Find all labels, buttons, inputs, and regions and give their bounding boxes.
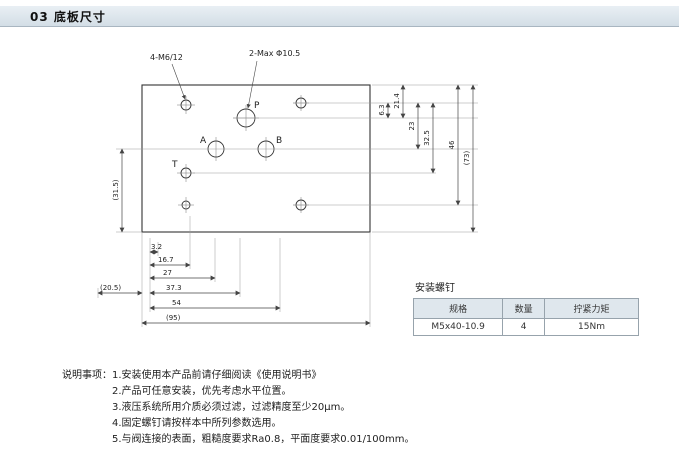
callout-max: 2-Max Φ10.5	[249, 49, 300, 58]
table-cell-qty: 4	[502, 318, 546, 336]
dim-label-bottom-left: (20.5)	[100, 284, 121, 292]
leader-m6	[171, 63, 186, 100]
section-title: 03 底板尺寸	[30, 9, 106, 24]
leader-max	[246, 60, 258, 109]
extension-lines-right	[116, 84, 478, 233]
dim-label-right-1: 6.3	[378, 104, 386, 115]
dim-label-right-3: 23	[408, 122, 416, 131]
port-label-p: P	[254, 101, 260, 111]
notes-list: 1.安装使用本产品前请仔细阅读《使用说明书》 2.产品可任意安装，优先考虑水平位…	[112, 368, 415, 448]
mounting-screw-table: 安装螺钉 规格 数量 拧紧力矩 M5x40-10.9 4 15Nm	[412, 279, 639, 336]
mounting-screw-title: 安装螺钉	[415, 283, 455, 294]
table-header-qty: 数量	[502, 298, 546, 319]
table-cell-spec: M5x40-10.9	[412, 318, 504, 336]
dim-label-bottom-2: 16.7	[158, 256, 174, 264]
extension-lines-bottom	[97, 216, 371, 327]
port-label-a: A	[200, 136, 207, 146]
dim-label-bottom-6: (95)	[166, 314, 181, 322]
note-item-4: 4.固定螺钉请按样本中所列参数选用。	[112, 418, 282, 429]
centerlines	[177, 95, 309, 213]
note-item-3: 3.液压系统所用介质必须过滤，过滤精度至少20μm。	[112, 402, 351, 413]
dim-label-right-6: (73)	[463, 151, 471, 166]
dim-label-bottom-1: 3.2	[151, 243, 162, 251]
note-item-2: 2.产品可任意安装，优先考虑水平位置。	[112, 386, 292, 397]
dim-label-left-1: (31.5)	[112, 179, 120, 200]
dim-label-bottom-3: 27	[163, 269, 172, 277]
note-item-1: 1.安装使用本产品前请仔细阅读《使用说明书》	[112, 370, 322, 381]
port-label-b: B	[276, 136, 282, 146]
port-label-t: T	[171, 160, 178, 170]
dimension-lines-bottom	[97, 249, 371, 326]
dim-label-right-4: 32.5	[423, 130, 431, 146]
dim-label-bottom-5: 54	[172, 299, 181, 307]
note-item-5: 5.与阀连接的表面，粗糙度要求Ra0.8，平面度要求0.01/100mm。	[112, 434, 415, 445]
dim-label-right-5: 46	[448, 140, 456, 149]
dim-label-bottom-4: 37.3	[166, 284, 182, 292]
plate-outline	[141, 84, 371, 233]
notes-label: 说明事项：	[62, 370, 112, 381]
technical-drawing: 6.3 21.4 23 32.5 46 (73) (31.5)	[97, 49, 478, 327]
callout-m6: 4-M6/12	[150, 53, 183, 62]
table-row: M5x40-10.9 4 15Nm	[412, 318, 639, 336]
table-header-row: 规格 数量 拧紧力矩	[412, 298, 639, 319]
section-header-bar: 03 底板尺寸	[0, 6, 679, 27]
notes-section: 说明事项： 1.安装使用本产品前请仔细阅读《使用说明书》 2.产品可任意安装，优…	[62, 368, 415, 448]
table-cell-torque: 15Nm	[544, 318, 639, 336]
dim-label-right-2: 21.4	[393, 93, 401, 109]
dimension-lines-right	[119, 84, 476, 233]
table-header-torque: 拧紧力矩	[544, 298, 639, 319]
table-header-spec: 规格	[412, 298, 504, 319]
